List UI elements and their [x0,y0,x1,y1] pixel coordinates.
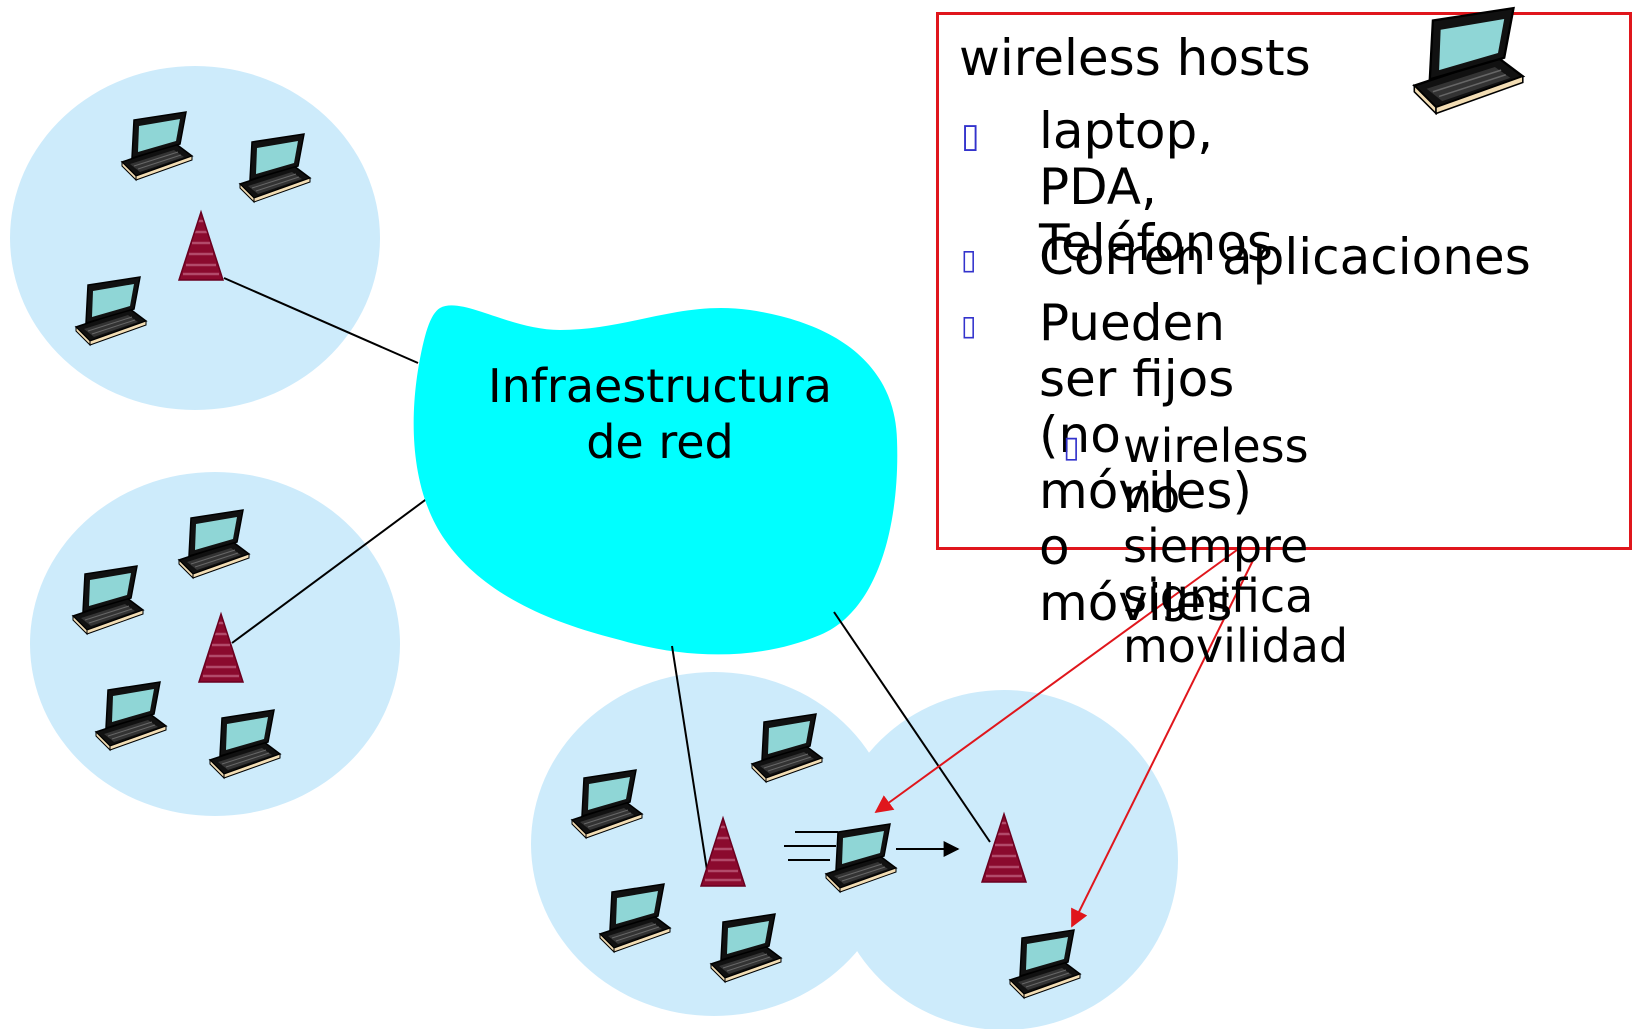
bullet-text: laptop, PDA, Teléfonos [1039,102,1273,272]
bullet-text: wireless no siempre significa movilidad [1123,419,1349,673]
bullet-square-icon: ▯ [961,243,977,276]
bullet-square-icon: ▯ [961,309,977,342]
bullet-square-icon: ▯ [1063,430,1080,465]
callout-arrow-mobile [874,525,1271,814]
motion-lines [784,831,838,861]
callout-box: wireless hosts ▯ laptop, PDA, Teléfonos … [936,6,1632,671]
laptop-icon [1413,6,1524,115]
link-middle-left [231,491,437,644]
callout-arrow-fixed [1071,525,1271,928]
link-bottom-right [833,611,991,843]
network-infrastructure-cloud [413,305,898,655]
cloud-label: Infraestructura de red [488,359,832,469]
callout-title: wireless hosts [959,29,1311,87]
bullet-text: Corren aplicaciones [1039,228,1531,286]
link-top-left [223,277,419,364]
bullet-text: Pueden ser fijos (no móviles) o móviles [1039,294,1252,632]
bullet-square-icon: ▯ [961,116,980,156]
link-bottom-center [671,645,708,871]
